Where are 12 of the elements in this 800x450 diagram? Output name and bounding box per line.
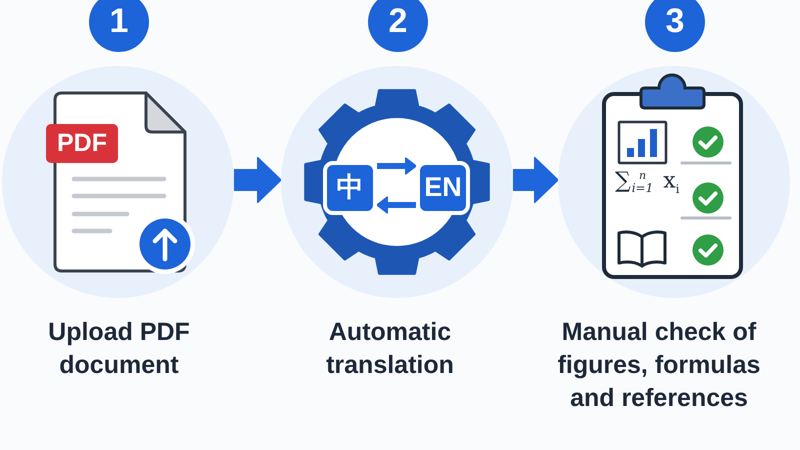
arrow [377,156,417,176]
arrow [512,156,559,204]
step-caption: Upload PDF document [47,317,191,381]
file-tag: PDF [46,124,118,163]
step-caption: Automatic translation [325,317,455,381]
formula: ∑$_{i=1}$$^{n}$ x$_{i}$ [615,170,680,196]
number-badge: 2 [368,0,428,52]
arrow [234,156,282,204]
step-caption: Manual check of figures, formulas and references [556,317,762,414]
number-badge: 3 [645,0,705,52]
number-badge: 1 [89,0,149,52]
arrow [376,196,416,214]
